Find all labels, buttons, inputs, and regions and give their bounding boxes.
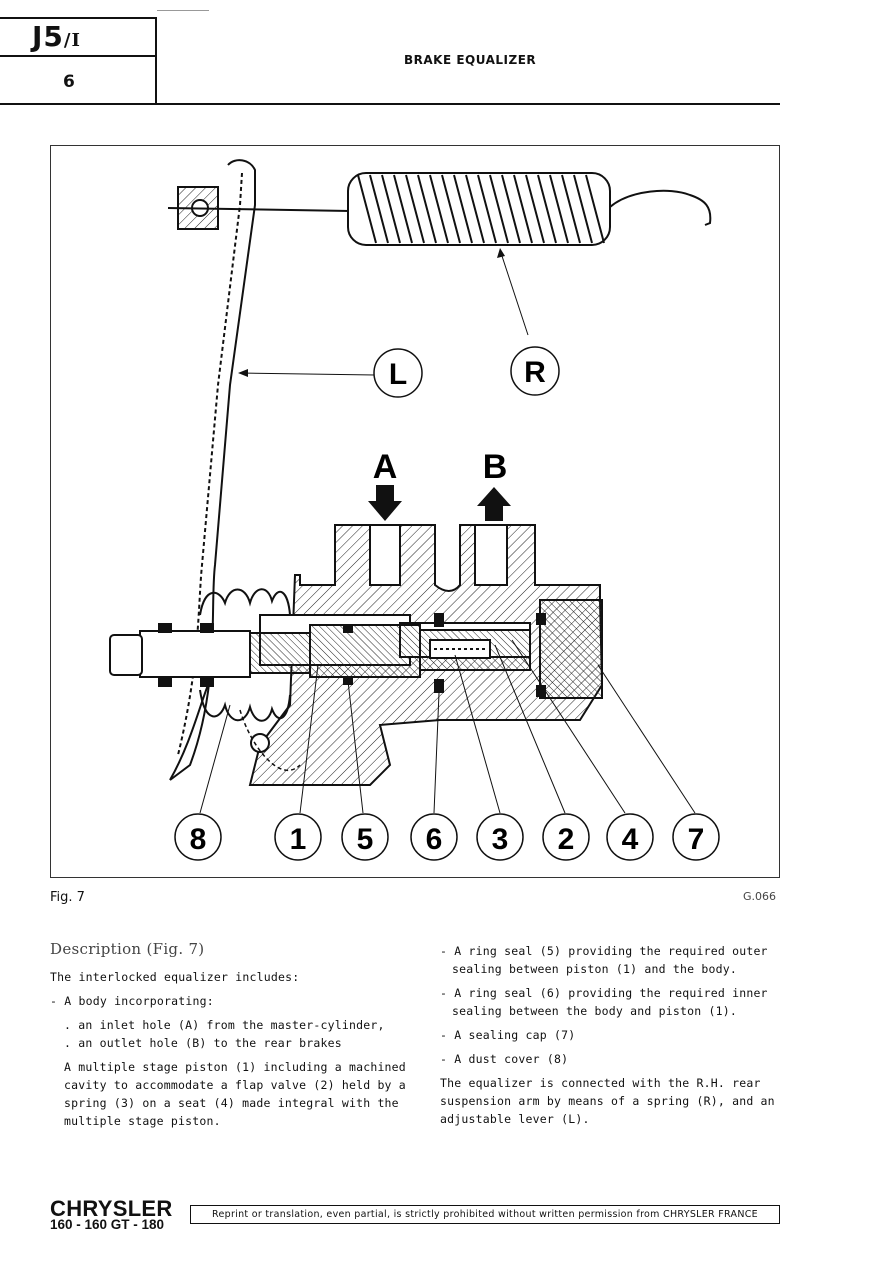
- callout-1: 1: [290, 823, 307, 856]
- description-heading: Description (Fig. 7): [50, 940, 205, 958]
- callouts: 8 1 5 6 3 2 4 7: [174, 813, 720, 861]
- page-number: 6: [63, 72, 75, 92]
- piston-text-line: cavity to accommodate a flap valve (2) h…: [64, 1078, 406, 1092]
- description-right-column: - A ring seal (5) providing the required…: [440, 942, 800, 1128]
- outlet-arrow: [477, 487, 511, 521]
- list-item-cover-8: - A dust cover (8): [440, 1052, 569, 1066]
- figure-frame: [50, 145, 780, 878]
- section-number: J5/I: [32, 20, 81, 53]
- brand-logo: CHRYSLER: [50, 1196, 173, 1221]
- figure-caption: Fig. 7: [50, 890, 85, 905]
- model-list: 160 - 160 GT - 180: [50, 1217, 165, 1232]
- callout-7: 7: [688, 823, 705, 856]
- header-top-rule: [157, 10, 209, 11]
- list-item-seal-6: - A ring seal (6) providing the required…: [440, 986, 768, 1018]
- inlet-arrow: [368, 485, 402, 521]
- closing-line: suspension arm by means of a spring (R),…: [440, 1094, 775, 1108]
- callout-4: 4: [622, 823, 639, 856]
- section-box: [0, 17, 157, 57]
- closing-line: adjustable lever (L).: [440, 1112, 590, 1126]
- header-rule: [157, 103, 780, 105]
- part-label-R: R: [524, 356, 546, 389]
- piston-text-line: spring (3) on a seat (4) made integral w…: [64, 1096, 399, 1110]
- callout-8: 8: [190, 823, 207, 856]
- part-label-L: L: [389, 358, 407, 391]
- closing-line: The equalizer is connected with the R.H.…: [440, 1076, 761, 1090]
- description-left-column: The interlocked equalizer includes: - A …: [50, 968, 410, 1130]
- piston: [109, 624, 531, 678]
- sub-item-inlet: . an inlet hole (A) from the master-cyli…: [64, 1018, 385, 1032]
- list-item-cap-7: - A sealing cap (7): [440, 1028, 576, 1042]
- page-box: [0, 57, 157, 105]
- piston-text-line: A multiple stage piston (1) including a …: [64, 1060, 406, 1074]
- lever: [169, 159, 256, 781]
- inlet-label-A: A: [373, 448, 398, 486]
- description-intro: The interlocked equalizer includes:: [50, 970, 300, 984]
- piston-text-line: multiple stage piston.: [64, 1114, 221, 1128]
- spring: [347, 172, 712, 246]
- callout-2: 2: [558, 823, 575, 856]
- dust-cover: [199, 588, 291, 722]
- copyright-notice: Reprint or translation, even partial, is…: [190, 1205, 780, 1224]
- body-item: - A body incorporating:: [50, 994, 214, 1008]
- callout-3: 3: [492, 823, 509, 856]
- list-item-seal-5: - A ring seal (5) providing the required…: [440, 944, 768, 976]
- sub-item-outlet: . an outlet hole (B) to the rear brakes: [64, 1036, 342, 1050]
- brake-equalizer-diagram: L R A B: [109, 159, 720, 861]
- leader-lines: [199, 639, 696, 814]
- figure-code: G.066: [743, 890, 777, 903]
- page-title: BRAKE EQUALIZER: [404, 53, 537, 67]
- callout-6: 6: [426, 823, 443, 856]
- outlet-label-B: B: [483, 448, 508, 486]
- callout-5: 5: [357, 823, 374, 856]
